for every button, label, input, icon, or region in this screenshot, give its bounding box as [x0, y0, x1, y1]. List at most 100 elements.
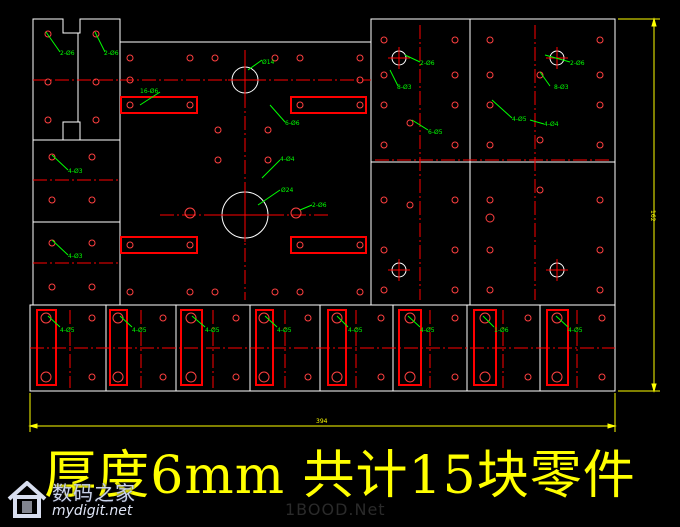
label-left-4-phi3-a: 4-Ø3: [68, 168, 83, 175]
hole: [126, 241, 134, 249]
hole: [258, 312, 270, 324]
hole: [112, 312, 124, 324]
hole: [380, 101, 388, 109]
hole: [596, 246, 604, 254]
hole: [126, 101, 134, 109]
hole: [271, 54, 279, 62]
hole: [479, 312, 491, 324]
hole: [486, 246, 494, 254]
hole: [48, 283, 56, 291]
label-center-2-phi6: 2-Ø6: [312, 202, 327, 209]
label-right-2-phi6-b: 2-Ø6: [570, 60, 585, 67]
hole: [296, 54, 304, 62]
hole: [486, 101, 494, 109]
label-top-left-b: 2-Ø6: [104, 50, 119, 57]
hole: [356, 76, 364, 84]
hole: [380, 196, 388, 204]
hole: [551, 312, 563, 324]
label-center-4-phi4: 4-Ø4: [280, 156, 295, 163]
watermark-secondary: 1BOOD.Net: [285, 500, 386, 519]
hole: [92, 116, 100, 124]
label-right-2-phi6-a: 2-Ø6: [420, 60, 435, 67]
hole: [40, 371, 52, 383]
hole: [184, 207, 196, 219]
hole: [596, 286, 604, 294]
label-right-6-phi5: 6-Ø5: [428, 129, 443, 136]
site-watermark: 数码之家 mydigit.net: [4, 477, 154, 523]
label-right-8-phi3-b: 8-Ø3: [554, 84, 569, 91]
hole: [451, 101, 459, 109]
hole: [264, 156, 272, 164]
hole: [48, 196, 56, 204]
hole: [479, 371, 491, 383]
holes-group: [40, 30, 606, 383]
hole: [451, 246, 459, 254]
label-center-phi14: Ø14: [262, 59, 275, 66]
label-bottom-5: 4-Ø5: [348, 327, 363, 334]
hole: [112, 371, 124, 383]
label-left-4-phi3-b: 4-Ø3: [68, 253, 83, 260]
hole: [44, 30, 52, 38]
slot-bottom-8: [546, 309, 569, 386]
hole: [486, 36, 494, 44]
center-lines: [30, 25, 615, 388]
hole: [304, 314, 312, 322]
label-right-4-phi4: 4-Ø4: [544, 121, 559, 128]
hole: [356, 288, 364, 296]
hole: [404, 312, 416, 324]
label-right-8-phi3: 8-Ø3: [397, 84, 412, 91]
dimension-overall-width: 394: [316, 418, 328, 425]
hole: [551, 371, 563, 383]
hole: [44, 116, 52, 124]
hole: [380, 71, 388, 79]
hole: [40, 312, 52, 324]
hole: [356, 54, 364, 62]
hole: [331, 312, 343, 324]
hole: [126, 76, 134, 84]
labels: 2-Ø6 2-Ø6 16-Ø6 Ø14 6-Ø6 4-Ø4 Ø24 2-Ø6 4…: [60, 50, 585, 334]
label-center-slot: 16-Ø6: [140, 88, 159, 95]
dimension-overall-height: 162: [649, 210, 656, 222]
label-center-phi24: Ø24: [281, 187, 294, 194]
hole: [126, 288, 134, 296]
slot-bottom-1: [36, 309, 57, 386]
label-bottom-3: 4-Ø5: [205, 327, 220, 334]
hole: [536, 186, 544, 194]
hole: [377, 314, 385, 322]
hole: [186, 241, 194, 249]
hole: [92, 30, 100, 38]
hole: [88, 196, 96, 204]
label-right-4-phi5: 4-Ø5: [512, 116, 527, 123]
hole: [290, 207, 302, 219]
hole: [296, 241, 304, 249]
hole: [159, 314, 167, 322]
hole: [596, 71, 604, 79]
watermark-site-url: mydigit.net: [52, 503, 133, 519]
hole: [88, 314, 96, 322]
hole: [264, 126, 272, 134]
hole: [185, 371, 197, 383]
hole: [48, 239, 56, 247]
hole: [296, 288, 304, 296]
hole: [214, 126, 222, 134]
hole: [536, 136, 544, 144]
hole: [380, 246, 388, 254]
slot-center-top-left: [120, 96, 198, 114]
slot-bottom-5: [327, 309, 347, 386]
slot-bottom-4: [255, 309, 274, 386]
hole: [88, 283, 96, 291]
hole: [232, 314, 240, 322]
hole: [451, 36, 459, 44]
hole: [451, 71, 459, 79]
slot-center-bottom-left: [120, 236, 198, 254]
dimensions: [28, 17, 660, 432]
slot-bottom-2: [109, 309, 128, 386]
hole: [214, 156, 222, 164]
hole: [271, 288, 279, 296]
hole: [486, 196, 494, 204]
hole: [485, 213, 495, 223]
hole: [451, 286, 459, 294]
hole: [451, 141, 459, 149]
hole: [185, 312, 197, 324]
